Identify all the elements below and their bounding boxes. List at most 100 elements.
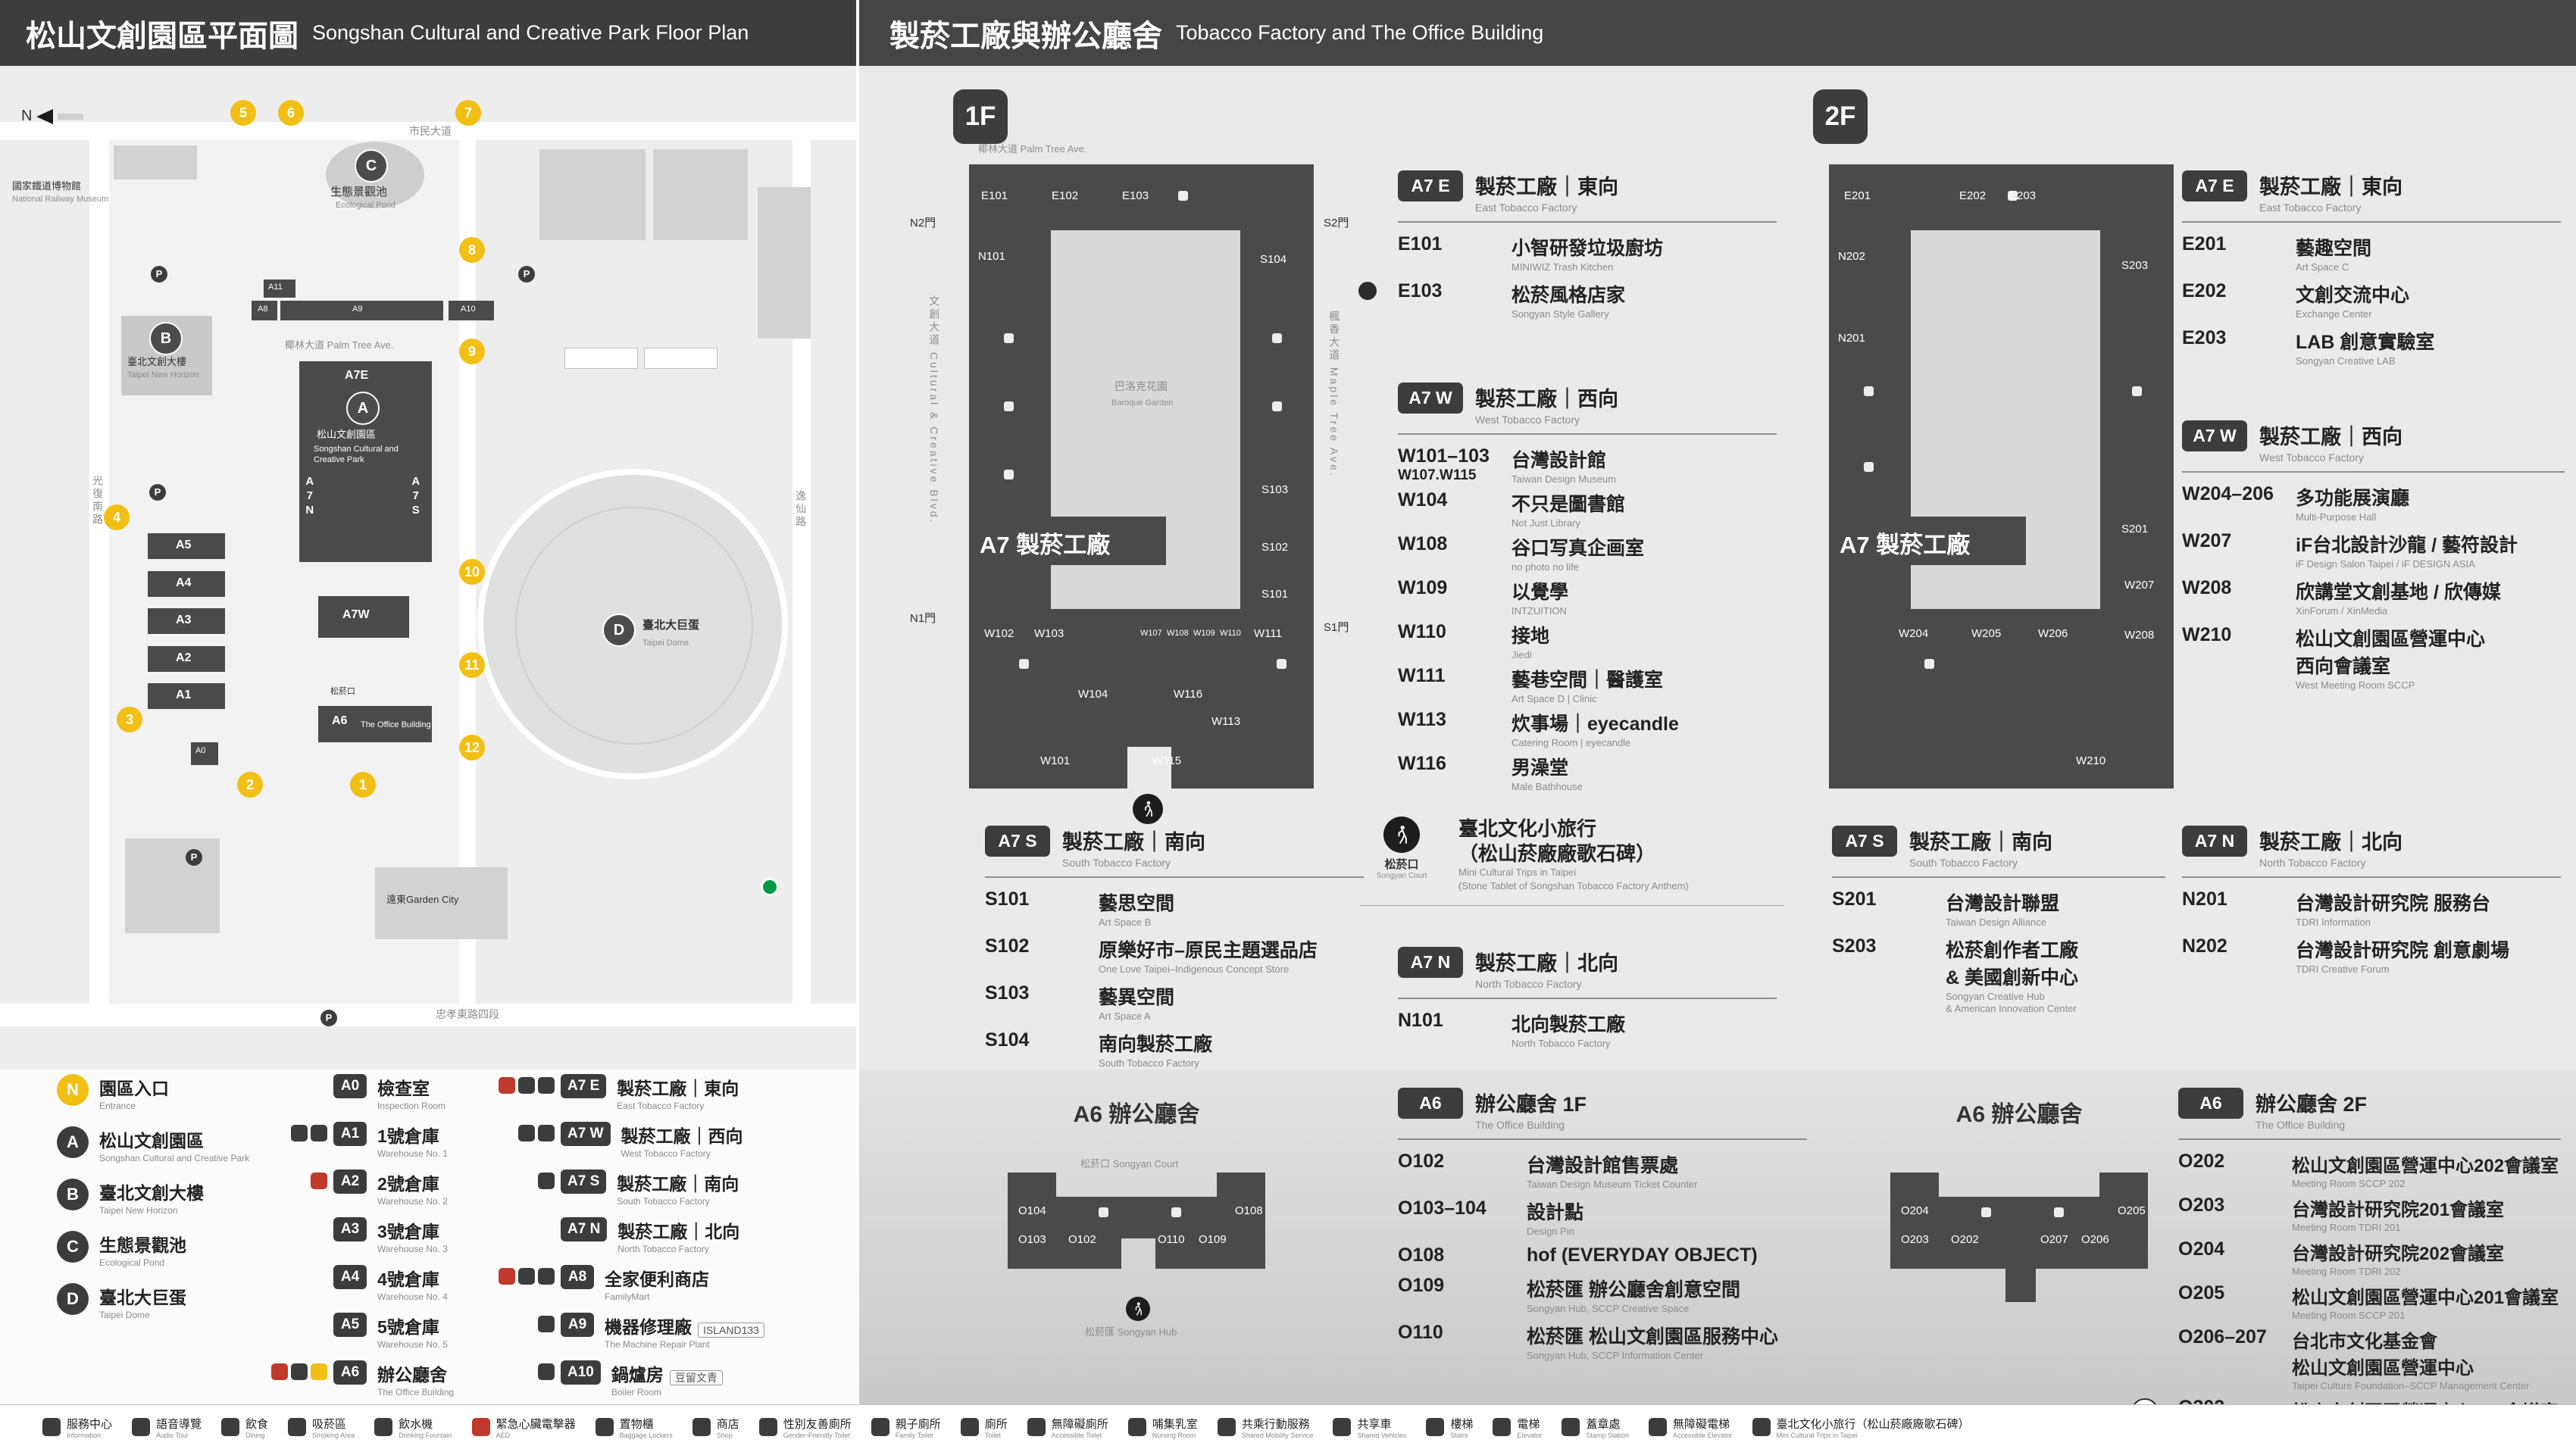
room-code: W104 — [1398, 489, 1448, 511]
street-guangfu — [89, 122, 109, 1026]
section-badge: A6 — [2178, 1088, 2243, 1119]
songyan-court-label: 松菸口 Songyan Court — [1080, 1158, 1179, 1170]
room-name-zh: 南向製菸工廠 — [1099, 1034, 1213, 1055]
facility-icon — [1277, 659, 1286, 669]
legend-zh: 鍋爐房 — [611, 1365, 664, 1385]
legend-badge: A5 — [333, 1313, 367, 1337]
room-label: S101 — [1261, 588, 1289, 601]
room-label: E202 — [1959, 189, 1987, 202]
railway-museum-label: 國家鐵道博物館 — [12, 180, 82, 192]
room-label: W206 — [2038, 627, 2068, 640]
strip-item: 蓋章處 Stamp Station — [1562, 1416, 1629, 1439]
legend-zh: 製菸工廠｜南向 — [617, 1174, 739, 1194]
room-code: S104 — [985, 1029, 1030, 1051]
street-label-maple-ave: 楓香大道 Maple Tree Ave. — [1328, 311, 1341, 478]
room-label: S104 — [1260, 253, 1287, 266]
room-name-en: INTZUITION — [1512, 605, 1567, 617]
strip-item: 臺北文化小旅行（松山菸廠廠歌石碑） Mini Cultural Trips in… — [1752, 1416, 1970, 1439]
taipei-dome-ring — [515, 507, 753, 745]
a8-block — [252, 301, 277, 320]
legend-row: A0 檢查室 Inspection Room — [333, 1074, 523, 1111]
left-header: 松山文創園區平面圖 Songshan Cultural and Creative… — [0, 0, 859, 66]
map-a0-label: A0 — [195, 746, 206, 755]
entrance-marker: 1 — [350, 772, 376, 798]
garden-city-block — [375, 867, 508, 939]
room-label: E201 — [1844, 189, 1871, 202]
entrance-marker: 2 — [237, 772, 263, 798]
room-name-zh: hof (EVERYDAY OBJECT) — [1527, 1244, 1758, 1266]
room-name-en: Songyan Creative Hub — [1946, 991, 2045, 1002]
room-name-en: Songyan Hub, SCCP Creative Space — [1527, 1303, 1690, 1314]
legend-row: A7 W 製菸工廠｜西向 West Tobacco Factory — [518, 1122, 859, 1159]
section-title-zh: 製菸工廠｜西向 — [1475, 388, 1618, 411]
room-label: W102 — [984, 627, 1014, 640]
accessible-toilet-icon — [538, 1125, 555, 1141]
room-name-en: iF Design Salon Taipei / iF DESIGN ASIA — [2296, 558, 2475, 570]
strip-label-zh: 電梯 — [1517, 1417, 1540, 1431]
room-name-en: Songyan Style Gallery — [1512, 308, 1609, 320]
room-name-en: Taiwan Design Museum Ticket Counter — [1527, 1179, 1698, 1190]
room-code: W116 — [1398, 753, 1446, 774]
strip-label-zh: 置物櫃 — [619, 1417, 654, 1431]
room-name-zh: 台灣設計研究院 服務台 — [2296, 893, 2490, 914]
section-title-en: South Tobacco Factory — [1062, 857, 1171, 869]
toilet-icon — [538, 1173, 555, 1189]
section-badge: A7 N — [2182, 826, 2247, 857]
entrance-marker: 7 — [455, 100, 481, 126]
strip-item: 無障礙電梯 Accessible Elevator — [1648, 1416, 1733, 1439]
strip-item: 商店 Shop — [692, 1416, 739, 1439]
legend-en: FamilyMart — [605, 1291, 650, 1302]
strip-label-zh: 服務中心 — [67, 1417, 113, 1431]
street-label-yixian: 逸仙路 — [795, 490, 808, 529]
room-name-en: Catering Room | eyecandle — [1512, 737, 1631, 748]
room-name-en: Meeting Room TDRI 202 — [2292, 1266, 2401, 1277]
room-code: O108 — [1398, 1244, 1445, 1266]
a6-wing — [1008, 1173, 1056, 1198]
court-title-zh: 臺北文化小旅行 — [1458, 817, 1597, 840]
entrance-marker: 4 — [104, 504, 130, 530]
legend-en: Taipei Dome — [99, 1310, 150, 1320]
legend-logo: ISLAND133 — [698, 1322, 764, 1338]
legend-zh: 生態景觀池 — [99, 1235, 186, 1255]
room-name-zh: 接地 — [1512, 626, 1550, 647]
strip-label-en: Gender-Friendly Toilet — [783, 1431, 851, 1439]
room-name-zh: 松山文創園區營運中心202會議室 — [2292, 1156, 2559, 1176]
strip-item: 飲水機 Drinking Fountain — [374, 1416, 452, 1439]
section-badge: A7 E — [1398, 170, 1463, 201]
room-label: N201 — [1838, 332, 1865, 345]
legend-row: A4 4號倉庫 Warehouse No. 4 — [333, 1265, 523, 1302]
legend-badge: A7 N — [561, 1217, 608, 1241]
legend-row: A3 3號倉庫 Warehouse No. 3 — [333, 1217, 523, 1254]
legend-row: A2 2號倉庫 Warehouse No. 2 — [311, 1170, 523, 1207]
dining-icon — [538, 1268, 555, 1285]
room-name-zh: 台灣設計研究院 創意劇場 — [2296, 940, 2509, 961]
section-title-zh: 製菸工廠｜南向 — [1909, 831, 2052, 854]
toilet-icon — [518, 1268, 535, 1285]
room-code: O110 — [1398, 1322, 1443, 1343]
entrance-marker: 10 — [459, 559, 485, 585]
room-code: O109 — [1398, 1275, 1445, 1296]
street-label-guangfu: 光復南路 — [92, 475, 105, 526]
room-label: W107 — [1140, 629, 1162, 638]
room-label: S103 — [1261, 483, 1289, 496]
legend-badge: A7 S — [561, 1170, 607, 1194]
gate-label-s1: S1門 — [1324, 621, 1349, 634]
facility-icon — [1864, 462, 1874, 472]
locker-icon — [595, 1418, 614, 1436]
map-a1-label: A1 — [176, 689, 192, 701]
a6-wing — [2099, 1173, 2148, 1198]
map-park-label: 松山文創園區 — [317, 429, 377, 440]
room-label: O207 — [2040, 1233, 2068, 1246]
